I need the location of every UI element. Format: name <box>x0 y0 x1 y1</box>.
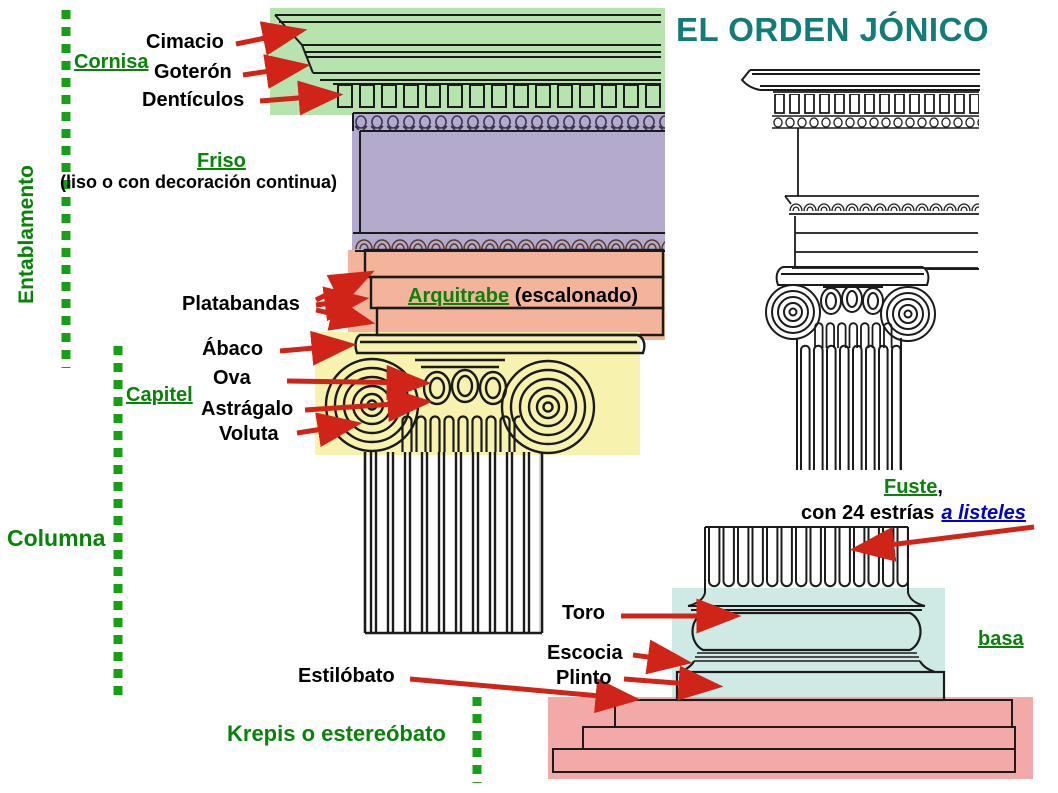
right-upper-shaft-flutes <box>799 338 901 470</box>
right-capital-drawing <box>765 266 979 342</box>
capitel-label: Capitel <box>126 384 193 406</box>
egg-dart-band <box>353 114 665 131</box>
right-egg-band <box>772 116 979 128</box>
capital-flutes <box>400 410 520 452</box>
friso-label: Friso <box>197 150 246 172</box>
dentils-row <box>335 85 661 112</box>
escocia-label: Escocia <box>547 642 623 664</box>
entablamento-label: Entablamento <box>15 165 38 304</box>
cimacio-label: Cimacio <box>146 31 224 53</box>
fuste-label: Fuste <box>884 476 938 498</box>
krepis-highlight <box>548 697 1033 779</box>
fuste-line2-text: con 24 estrías <box>801 502 935 524</box>
astragalo-label: Astrágalo <box>201 398 294 420</box>
shaft-flutes <box>367 452 540 632</box>
right-scallop-band <box>789 200 979 214</box>
friso-note-label: (liso o con decoración continua) <box>60 172 338 192</box>
goteron-label: Goterón <box>154 61 232 83</box>
estilobato-label: Estilóbato <box>298 665 395 687</box>
right-cornice-drawing <box>740 69 980 91</box>
plinto-label: Plinto <box>556 667 612 689</box>
listeles-link[interactable]: a listeles <box>941 502 1026 524</box>
right-lower-shaft-flutes <box>707 527 907 593</box>
arquitrabe-label-group: Arquitrabe (escalonado) <box>408 286 638 306</box>
shaft-drawing <box>363 452 544 635</box>
cornisa-label: Cornisa <box>74 51 149 73</box>
columna-label: Columna <box>7 525 106 551</box>
denticulos-label: Dentículos <box>142 89 245 111</box>
toro-label: Toro <box>562 602 605 624</box>
left-column-illustration <box>270 8 665 635</box>
fuste-line2-group: con 24 estrías a listeles <box>801 503 1026 523</box>
right-dentils-row <box>773 92 979 116</box>
scallop-band <box>355 235 665 251</box>
right-architrave-drawing <box>792 216 978 269</box>
page-title: EL ORDEN JÓNICO <box>676 11 990 48</box>
ova-label: Ova <box>213 367 251 389</box>
arquitrabe-note-label: (escalonado) <box>514 285 639 307</box>
fuste-comma: , <box>937 476 943 498</box>
abaco-label: Ábaco <box>202 338 264 360</box>
right-column-illustration <box>548 69 1033 779</box>
voluta-label: Voluta <box>219 423 279 445</box>
fuste-label-group: Fuste, <box>884 477 943 497</box>
arquitrabe-label: Arquitrabe <box>408 285 510 307</box>
friso-highlight <box>352 113 665 250</box>
cornice-drawing <box>274 14 661 85</box>
platabandas-label: Platabandas <box>182 293 300 315</box>
arquitrabe-highlight <box>348 250 665 340</box>
krepis-steps <box>552 699 1016 773</box>
krepis-label: Krepis o estereóbato <box>227 721 446 746</box>
basa-label: basa <box>978 628 1024 650</box>
